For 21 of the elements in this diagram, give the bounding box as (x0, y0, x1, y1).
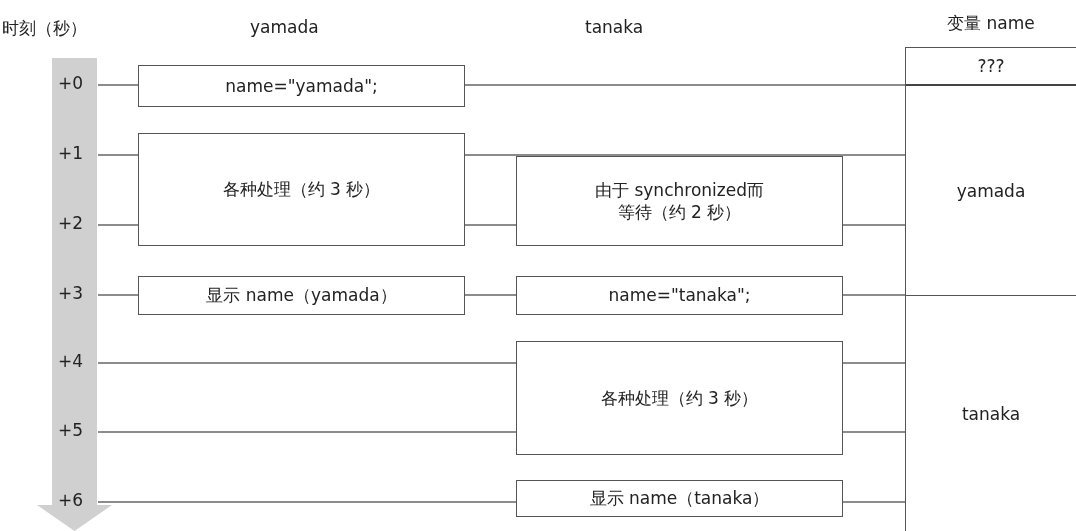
process-box: 各种处理（约 3 秒） (516, 341, 843, 455)
column-heading: yamada (250, 17, 319, 37)
time-label: +5 (58, 420, 84, 440)
process-box: name="yamada"; (138, 65, 465, 107)
process-box: 显示 name（yamada） (138, 276, 465, 315)
value-cell: ??? (906, 48, 1076, 86)
axis-title: 时刻（秒） (2, 17, 87, 40)
time-label: +0 (58, 73, 84, 93)
time-label: +4 (58, 351, 84, 371)
process-box: 由于 synchronized而等待（约 2 秒） (516, 156, 843, 246)
column-heading: 变量 name (946, 12, 1036, 35)
time-label: +2 (58, 213, 84, 233)
column-heading: tanaka (585, 17, 644, 37)
time-label: +1 (58, 143, 84, 163)
value-cell: tanaka (906, 296, 1076, 531)
time-label: +6 (58, 490, 84, 510)
time-label: +3 (58, 283, 84, 303)
value-cell: yamada (906, 86, 1076, 296)
process-box: 各种处理（约 3 秒） (138, 133, 465, 246)
process-box: name="tanaka"; (516, 276, 843, 315)
process-box: 显示 name（tanaka） (516, 480, 843, 517)
